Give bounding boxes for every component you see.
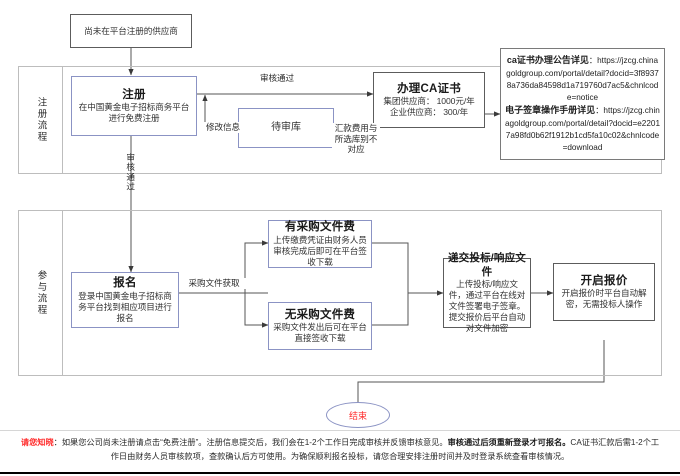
node-end-label: 结束 [348, 410, 367, 421]
node-pending-pool-label: 待审库 [271, 121, 301, 133]
lane-participation-label: 参与流程 [18, 210, 63, 376]
node-end-terminator[interactable]: 结束 [326, 402, 390, 428]
node-ca-certificate[interactable]: 办理CA证书 集团供应商： 1000元/年 企业供应商： 300/年 [373, 72, 485, 128]
lane-participation-label-text: 参与流程 [35, 270, 47, 316]
node-register-sub: 在中国黄金电子招标商务平台进行免费注册 [78, 102, 190, 124]
edge-label-modify-info: 修改信息 [201, 122, 245, 133]
node-submit-title: 递交投标/响应文件 [447, 252, 527, 278]
node-ca-line2: 企业供应商： 300/年 [389, 107, 469, 118]
node-with-fee-sub: 上传缴费凭证由财务人员审核完成后即可在平台签收下载 [273, 234, 367, 267]
footer-emphasis: 审核通过后须重新登录才可报名。 [447, 438, 571, 447]
node-pending-pool[interactable]: 待审库 [238, 108, 334, 148]
footer-divider-bottom [0, 472, 680, 474]
edge-label-approved-top: 审核通过 [244, 73, 310, 84]
edge-label-remit-mismatch: 汇款费用与所选库别不对应 [332, 123, 380, 156]
footer-warn-label: 请您知晓 [20, 438, 54, 447]
node-open-bid-title: 开启报价 [580, 274, 628, 287]
node-signup[interactable]: 报名 登录中国黄金电子招标商务平台找到相应项目进行报名 [71, 272, 179, 328]
wire-split-to-nofee [244, 293, 269, 328]
footer-text-a: 如果您公司尚未注册请点击“免费注册”。注册信息提交后，我们会在1-2个工作日完成… [61, 438, 448, 447]
info-box-ca-links[interactable]: ca证书办理公告详见：https://jzcg.chinagoldgroup.c… [500, 48, 665, 160]
node-with-fee-title: 有采购文件费 [284, 221, 356, 234]
wire-split-to-withfee [244, 240, 269, 293]
edge-label-approved-down: 审核通过 [125, 152, 136, 192]
node-submit-bid-documents[interactable]: 递交投标/响应文件 上传投标/响应文件，通过平台在线对文件签署电子签章。提交报价… [443, 252, 531, 333]
footer-notice: 请您知晓：如果您公司尚未注册请点击“免费注册”。注册信息提交后，我们会在1-2个… [0, 436, 680, 464]
node-ca-line1: 集团供应商： 1000元/年 [383, 96, 475, 107]
node-start-label: 尚未在平台注册的供应商 [84, 25, 178, 36]
node-signup-sub: 登录中国黄金电子招标商务平台找到相应项目进行报名 [78, 290, 172, 323]
lane-registration-label-text: 注册流程 [35, 97, 47, 143]
wire-nofee-to-merge [372, 293, 409, 326]
wire-withfee-to-submit [372, 242, 444, 296]
footer-text-b: CA证书汇款后需1-2个工作日由财务人员审核款项，查款确认后方可使用。为确保顺利… [110, 438, 660, 461]
info-box-line1-url[interactable]: https://jzcg.chinagoldgroup.com/portal/d… [506, 56, 659, 103]
node-no-fee-title: 无采购文件费 [284, 308, 356, 321]
info-box-line2-label: 电子签章操作手册详见 [505, 105, 596, 116]
edge-label-doc-acquire: 采购文件获取 [182, 278, 246, 289]
node-open-bid-sub: 开启报价时平台自动解密，无需投标人操作 [561, 288, 647, 310]
node-start-unregistered-supplier[interactable]: 尚未在平台注册的供应商 [70, 14, 192, 48]
footer-divider-top [0, 430, 680, 431]
node-with-purchase-doc-fee[interactable]: 有采购文件费 上传缴费凭证由财务人员审核完成后即可在平台签收下载 [268, 220, 372, 268]
node-ca-title: 办理CA证书 [397, 82, 461, 95]
node-register[interactable]: 注册 在中国黄金电子招标商务平台进行免费注册 [71, 76, 197, 136]
node-no-fee-sub: 采购文件发出后可在平台直接签收下载 [273, 322, 367, 344]
footer-colon: ： [53, 438, 62, 447]
node-register-title: 注册 [122, 88, 146, 101]
node-signup-title: 报名 [113, 277, 137, 290]
lane-registration-label: 注册流程 [18, 66, 63, 174]
info-box-line1-label: ca证书办理公告详见 [506, 55, 589, 65]
node-submit-sub: 上传投标/响应文件，通过平台在线对文件签署电子签章。提交报价后平台自动对文件加密 [448, 278, 526, 333]
node-open-bid-price[interactable]: 开启报价 开启报价时平台自动解密，无需投标人操作 [553, 263, 655, 321]
info-box-line2-url[interactable]: https://jzcg.chinagoldgroup.com/portal/d… [505, 106, 660, 153]
node-no-purchase-doc-fee[interactable]: 无采购文件费 采购文件发出后可在平台直接签收下载 [268, 302, 372, 350]
